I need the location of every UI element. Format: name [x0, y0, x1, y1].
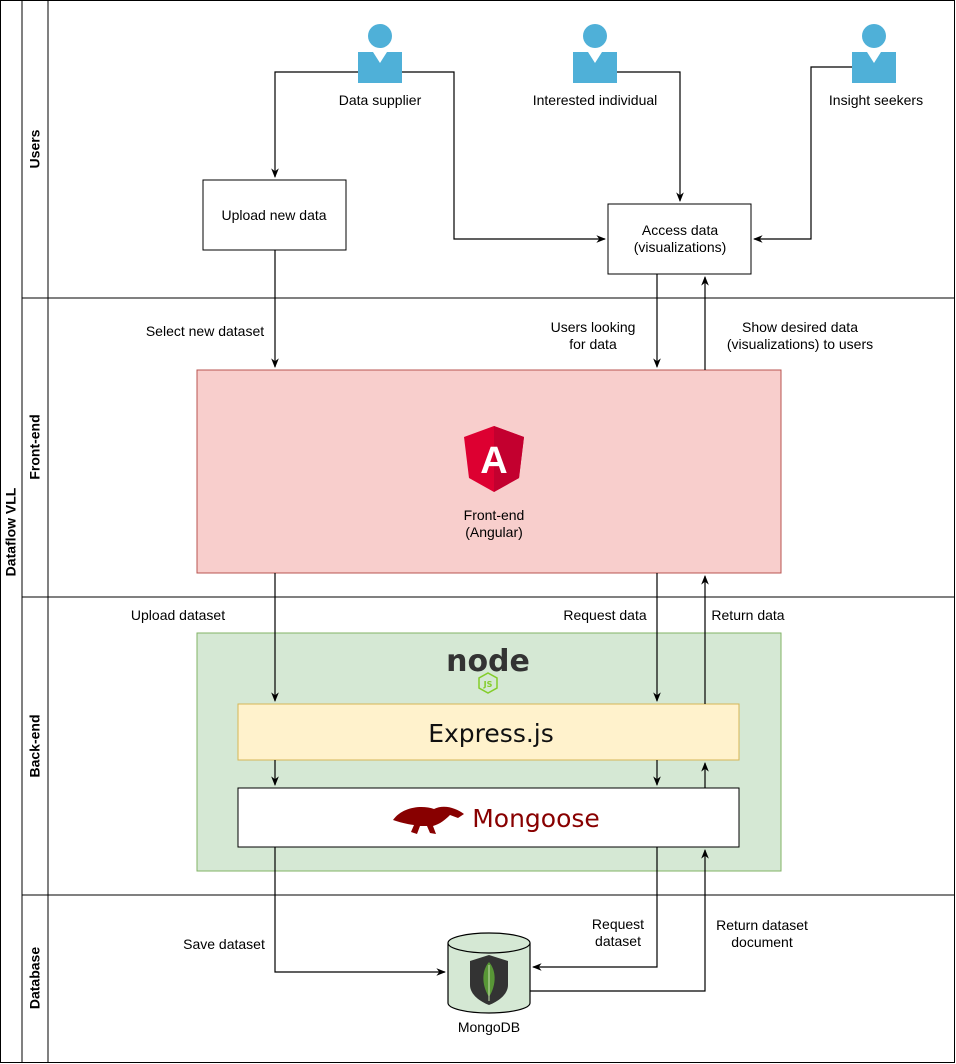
label-users-looking-line2: for data [569, 336, 617, 352]
label-return-data: Return data [711, 607, 784, 623]
user-icon [852, 24, 896, 83]
upload-new-data-box: Upload new data [202, 179, 347, 251]
edges [271, 66, 852, 992]
label-return-dataset-line1: Return dataset [716, 917, 808, 933]
edge-individual-to-access [617, 71, 684, 202]
label-users-looking-line1: Users looking [551, 319, 636, 335]
lane-title-frontend: Front-end [27, 414, 43, 479]
label-select-new-dataset: Select new dataset [146, 323, 264, 339]
lane-title-backend: Back-end [27, 714, 43, 777]
box-label: Upload new data [221, 207, 326, 223]
angular-icon: A [464, 426, 524, 492]
edge-labels: Select new dataset Users looking for dat… [131, 319, 873, 952]
frontend-label-line2: (Angular) [465, 524, 523, 540]
label-upload-dataset: Upload dataset [131, 607, 225, 623]
user-icon [358, 24, 402, 83]
node-badge: JS [483, 680, 493, 689]
label-save-dataset: Save dataset [183, 936, 265, 952]
edge-supplier-to-access [402, 71, 606, 243]
actor-insight-seekers: Insight seekers [829, 24, 923, 108]
label-show-desired-line2: (visualizations) to users [727, 336, 873, 352]
frontend-container: A Front-end (Angular) [196, 369, 782, 574]
actor-interested-individual: Interested individual [533, 24, 658, 108]
backend-container: node JS Express.js Mongoose [196, 632, 782, 872]
label-return-dataset-line2: document [731, 934, 793, 950]
mongoose-icon [393, 806, 464, 834]
mongoose-label: Mongoose [472, 804, 600, 833]
express-box: Express.js [237, 703, 740, 761]
pool-title: Dataflow VLL [3, 487, 19, 576]
user-icon [573, 24, 617, 83]
lane-title-database: Database [27, 947, 43, 1009]
edge-return-dataset-document [530, 849, 709, 992]
edge-request-dataset [532, 847, 658, 971]
frontend-label-line1: Front-end [464, 507, 525, 523]
access-data-box: Access data (visualizations) [607, 203, 752, 275]
actor-label: Data supplier [339, 92, 422, 108]
mongodb-cylinder: MongoDB [447, 932, 531, 1035]
actor-label: Insight seekers [829, 92, 923, 108]
box-label-line2: (visualizations) [634, 239, 727, 255]
actor-label: Interested individual [533, 92, 658, 108]
label-show-desired-line1: Show desired data [742, 319, 858, 335]
mongodb-leaf-icon [470, 955, 508, 1005]
edge-save-dataset [274, 847, 446, 976]
label-request-dataset-line1: Request [592, 916, 644, 932]
box-label-line1: Access data [642, 222, 718, 238]
lane-title-users: Users [27, 129, 43, 168]
nodejs-logo: node JS [446, 644, 530, 694]
express-label: Express.js [428, 719, 554, 748]
label-request-data: Request data [563, 607, 646, 623]
label-request-dataset-line2: dataset [595, 933, 641, 949]
edge-supplier-to-upload [271, 71, 358, 178]
mongoose-box: Mongoose [237, 787, 740, 848]
angular-letter: A [480, 440, 507, 482]
actor-data-supplier: Data supplier [339, 24, 422, 108]
mongodb-label: MongoDB [458, 1019, 520, 1035]
edge-seekers-to-access [753, 66, 852, 243]
